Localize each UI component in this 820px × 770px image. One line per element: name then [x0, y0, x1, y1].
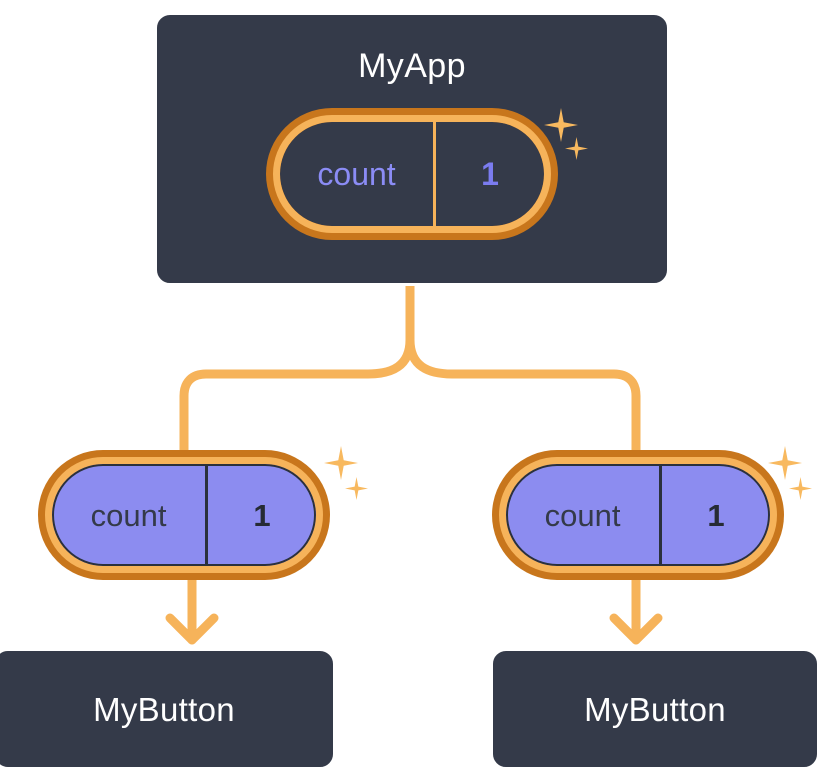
component-card-mybutton-right[interactable]: MyButton	[490, 648, 820, 770]
connector-branch-right	[405, 335, 641, 457]
state-pill-root-body: count 1	[280, 122, 544, 226]
state-key-root: count	[317, 156, 396, 192]
state-value-child-left: 1	[205, 464, 316, 566]
arrow-head-left	[165, 613, 219, 645]
state-pill-root[interactable]: count 1	[266, 108, 558, 240]
state-pill-child-right-body: count 1	[506, 464, 770, 566]
state-value-child-right: 1	[659, 464, 770, 566]
connector-branch-left	[179, 335, 415, 457]
component-card-mybutton-left[interactable]: MyButton	[0, 648, 336, 770]
state-key-child-right: count	[544, 497, 621, 533]
component-title-myapp: MyApp	[358, 47, 466, 85]
state-pill-child-right[interactable]: count 1	[492, 450, 784, 580]
state-pill-child-left-body: count 1	[52, 464, 316, 566]
state-pill-child-right-ring: count 1	[499, 457, 777, 573]
state-pill-child-left[interactable]: count 1	[38, 450, 330, 580]
state-key-child-left: count	[90, 497, 167, 533]
component-title-mybutton-left: MyButton	[93, 690, 235, 728]
state-pill-child-left-ring: count 1	[45, 457, 323, 573]
state-pill-root-ring: count 1	[273, 115, 551, 233]
state-value-root: 1	[433, 122, 544, 226]
arrow-head-right	[609, 613, 663, 645]
component-title-mybutton-right: MyButton	[584, 690, 726, 728]
